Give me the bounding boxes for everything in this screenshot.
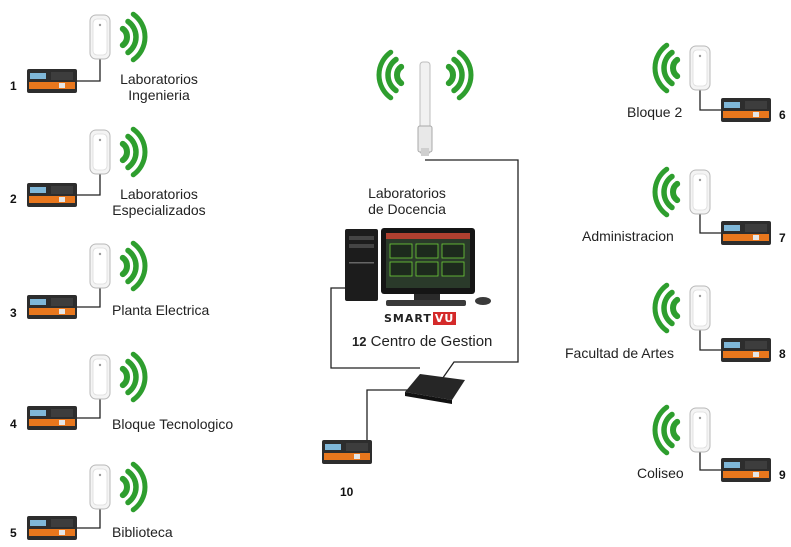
site-4-label: Bloque Tecnologico bbox=[112, 416, 234, 432]
site-5-number: 5 bbox=[10, 526, 17, 540]
site-8-number: 8 bbox=[779, 347, 786, 361]
site-4-access-point-icon bbox=[89, 354, 111, 400]
center-title-line-1: Laboratorios bbox=[368, 185, 446, 201]
site-1-label-line-1: Laboratorios bbox=[120, 71, 198, 87]
site-1-wifi-signal-icon bbox=[119, 11, 148, 63]
connection-lines bbox=[77, 59, 721, 529]
site-2-label: Laboratorios Especializados bbox=[96, 186, 222, 218]
site-8-wifi-signal-icon bbox=[652, 282, 681, 334]
site-1-number: 1 bbox=[10, 79, 17, 93]
site-8-access-point-icon bbox=[689, 285, 711, 331]
site-1-access-point-icon bbox=[89, 14, 111, 60]
center-title-line-2: de Docencia bbox=[368, 201, 446, 217]
site-3-number: 3 bbox=[10, 306, 17, 320]
site-2-number: 2 bbox=[10, 192, 17, 206]
site-1-label: Laboratorios Ingenieria bbox=[104, 71, 214, 103]
site-2-label-line-1: Laboratorios bbox=[120, 186, 198, 202]
site-9-access-point-icon bbox=[689, 407, 711, 453]
site-1-label-line-2: Ingenieria bbox=[128, 87, 190, 103]
network-switch-icon bbox=[405, 374, 465, 404]
meter-10-energy-meter-icon bbox=[322, 440, 372, 464]
site-5-wifi-signal-icon bbox=[119, 461, 148, 513]
site-7-wifi-signal-icon bbox=[652, 166, 681, 218]
site-5-energy-meter-icon bbox=[27, 516, 77, 540]
site-7-label: Administracion bbox=[582, 228, 674, 244]
site-7-access-point-icon bbox=[689, 169, 711, 215]
site-8-energy-meter-icon bbox=[721, 338, 771, 362]
site-9-label: Coliseo bbox=[637, 465, 684, 481]
site-3-wifi-signal-icon bbox=[119, 240, 148, 292]
site-3-access-point-icon bbox=[89, 243, 111, 289]
site-3-label: Planta Electrica bbox=[112, 302, 210, 318]
site-6-label: Bloque 2 bbox=[627, 104, 683, 120]
gestion-number: 12 bbox=[352, 334, 367, 349]
gestion-label: 12 Centro de Gestion bbox=[352, 334, 492, 350]
site-3-energy-meter-icon bbox=[27, 295, 77, 319]
site-5-label: Biblioteca bbox=[112, 524, 173, 540]
site-2-wifi-signal-icon bbox=[119, 126, 148, 178]
site-2-energy-meter-icon bbox=[27, 183, 77, 207]
site-5-access-point-icon bbox=[89, 464, 111, 510]
smartvu-logo-text: SMART bbox=[384, 312, 432, 325]
site-1-energy-meter-icon bbox=[27, 69, 77, 93]
workstation-icon bbox=[345, 228, 491, 306]
omni-antenna-icon bbox=[417, 61, 433, 156]
site-7-energy-meter-icon bbox=[721, 221, 771, 245]
site-9-energy-meter-icon bbox=[721, 458, 771, 482]
site-4-wifi-signal-icon bbox=[119, 351, 148, 403]
site-7-number: 7 bbox=[779, 231, 786, 245]
site-6-wifi-signal-icon bbox=[652, 42, 681, 94]
site-4-energy-meter-icon bbox=[27, 406, 77, 430]
site-6-access-point-icon bbox=[689, 45, 711, 91]
site-9-number: 9 bbox=[779, 468, 786, 482]
site-6-energy-meter-icon bbox=[721, 98, 771, 122]
site-2-label-line-2: Especializados bbox=[112, 202, 206, 218]
center-title: Laboratorios de Docencia bbox=[352, 185, 462, 217]
site-4-number: 4 bbox=[10, 417, 17, 431]
site-8-label: Facultad de Artes bbox=[565, 345, 674, 361]
site-9-wifi-signal-icon bbox=[652, 404, 681, 456]
smartvu-logo-accent: VU bbox=[432, 312, 457, 325]
antenna-wifi-right-icon bbox=[445, 49, 474, 101]
gestion-text: Centro de Gestion bbox=[370, 333, 493, 350]
meter-10-number: 10 bbox=[340, 485, 354, 499]
site-6-number: 6 bbox=[779, 108, 786, 122]
antenna-wifi-left-icon bbox=[376, 49, 405, 101]
site-2-access-point-icon bbox=[89, 129, 111, 175]
